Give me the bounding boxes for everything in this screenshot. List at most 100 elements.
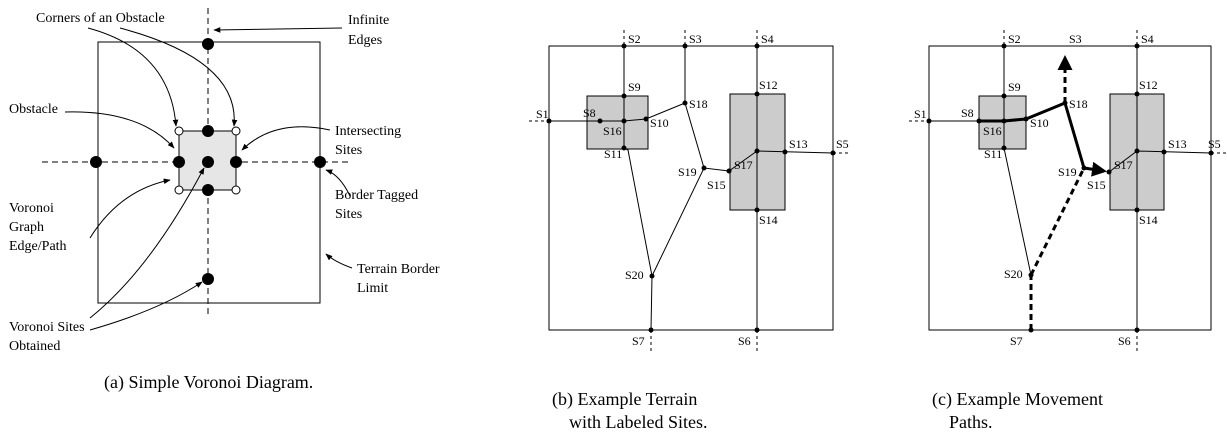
movement-path-solid xyxy=(979,101,1066,123)
voronoi-edge xyxy=(1003,147,1032,276)
site-label-s1: S1 xyxy=(914,107,927,121)
site-dot xyxy=(782,149,788,155)
site-dot xyxy=(1208,150,1214,156)
site-label-s13: S13 xyxy=(1168,137,1187,151)
arrow-voronoi-sites-2 xyxy=(89,281,203,331)
label-corners: Corners of an Obstacle xyxy=(36,11,165,26)
terrain-border-b xyxy=(548,45,834,331)
site-label-s17: S17 xyxy=(734,158,753,172)
site-label-s19: S19 xyxy=(1058,165,1077,179)
site-dot xyxy=(1134,43,1140,49)
site-label-s12: S12 xyxy=(1139,78,1158,92)
site-dot xyxy=(1134,207,1140,213)
site-label-s7: S7 xyxy=(1010,334,1023,348)
arrow-obstacle xyxy=(64,111,175,149)
site-dot xyxy=(621,43,627,49)
site-label-s7: S7 xyxy=(632,334,645,348)
site-dot xyxy=(1028,272,1034,278)
arrow-border-tagged xyxy=(325,169,351,197)
site-label-s2: S2 xyxy=(1008,32,1021,46)
site-dot xyxy=(754,327,760,333)
site-dot xyxy=(682,100,688,106)
site-dot xyxy=(649,273,655,279)
site-label-s18: S18 xyxy=(689,97,708,111)
site-dot xyxy=(621,118,627,124)
voronoi-site xyxy=(202,38,214,50)
label-infinite-2: Edges xyxy=(348,33,382,48)
site-label-s11: S11 xyxy=(984,147,1002,161)
site-dot xyxy=(754,207,760,213)
voronoi-site xyxy=(314,156,326,168)
arrow-intersecting xyxy=(241,126,331,151)
voronoi-site xyxy=(202,125,214,137)
caption-c-line2: Paths. xyxy=(949,412,993,432)
site-label-s14: S14 xyxy=(759,213,778,227)
label-border-tagged-2: Sites xyxy=(335,207,362,222)
caption-a: (a) Simple Voronoi Diagram. xyxy=(104,372,313,393)
caption-b-line1: (b) Example Terrain xyxy=(552,389,697,410)
site-dot xyxy=(1001,93,1007,99)
label-terrain-border-2: Limit xyxy=(357,281,388,296)
obstacle-b-left xyxy=(586,95,649,150)
corner-site xyxy=(231,185,241,195)
voronoi-site xyxy=(202,184,214,196)
voronoi-edge xyxy=(756,150,834,154)
site-dot xyxy=(597,118,603,124)
voronoi-edge xyxy=(549,46,686,122)
site-dot xyxy=(726,168,732,174)
site-label-s10: S10 xyxy=(650,116,669,130)
corner-site xyxy=(174,185,184,195)
site-dot xyxy=(830,150,836,156)
site-label-s14: S14 xyxy=(1139,213,1158,227)
panel-a: Corners of an Obstacle Infinite Edges Ob… xyxy=(9,8,440,393)
voronoi-edge xyxy=(684,102,705,169)
site-dot xyxy=(1028,327,1034,333)
site-dot xyxy=(754,91,760,97)
site-label-s19: S19 xyxy=(678,165,697,179)
site-label-s1: S1 xyxy=(536,107,549,121)
label-obstacle: Obstacle xyxy=(9,102,58,117)
site-label-s17: S17 xyxy=(1114,158,1133,172)
voronoi-site xyxy=(230,156,242,168)
movement-path-dashed xyxy=(1029,167,1086,276)
arrow-infinite-edges xyxy=(213,27,343,33)
arrow-voronoi-graph xyxy=(89,178,171,239)
site-dot xyxy=(754,43,760,49)
site-label-s5: S5 xyxy=(1208,137,1221,151)
label-voronoi-sites-1: Voronoi Sites xyxy=(9,320,85,335)
corner-site xyxy=(231,126,241,136)
label-intersecting-1: Intersecting xyxy=(335,124,401,139)
site-label-s4: S4 xyxy=(761,32,774,46)
label-terrain-border-1: Terrain Border xyxy=(357,262,440,277)
corner-site xyxy=(174,126,184,136)
site-dot xyxy=(1081,165,1087,171)
site-dot xyxy=(621,93,627,99)
panel-b: S1 S2 S3 S4 S5 S6 S7 S8 S9 S10 S11 S12 S… xyxy=(529,30,851,432)
site-dot xyxy=(682,43,688,49)
site-label-s3: S3 xyxy=(1069,32,1082,46)
label-border-tagged-1: Border Tagged xyxy=(335,188,418,203)
site-label-s8: S8 xyxy=(583,106,596,120)
site-dot xyxy=(926,118,932,124)
site-label-s9: S9 xyxy=(628,80,641,94)
voronoi-edge xyxy=(1136,150,1212,154)
label-intersecting-2: Sites xyxy=(335,143,362,158)
voronoi-site xyxy=(202,273,214,285)
voronoi-edge xyxy=(1108,150,1138,173)
site-label-s16: S16 xyxy=(983,124,1002,138)
terrain-border-c xyxy=(928,45,1212,331)
site-label-s4: S4 xyxy=(1141,32,1154,46)
label-voronoi-sites-2: Obtained xyxy=(9,339,60,354)
site-dot xyxy=(1106,169,1112,175)
site-dot xyxy=(1001,43,1007,49)
site-label-s20: S20 xyxy=(625,268,644,282)
site-dot xyxy=(1134,148,1140,154)
arrow-corners-left xyxy=(87,27,179,127)
site-label-s2: S2 xyxy=(628,32,641,46)
site-label-s6: S6 xyxy=(1118,334,1131,348)
voronoi-edge xyxy=(623,147,653,331)
site-dot xyxy=(546,118,552,124)
site-label-s13: S13 xyxy=(789,137,808,151)
site-label-s5: S5 xyxy=(836,137,849,151)
